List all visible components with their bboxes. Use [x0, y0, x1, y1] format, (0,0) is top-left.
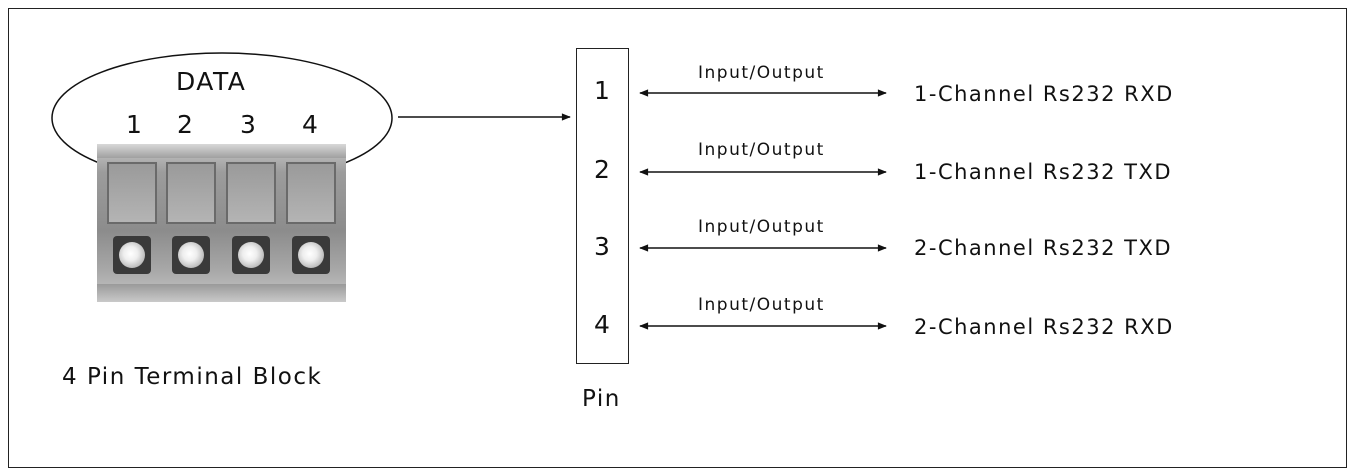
io-label: Input/Output [698, 140, 825, 160]
pin-number: 1 [594, 76, 612, 105]
pin-number: 3 [594, 232, 612, 261]
terminal-slot [107, 162, 157, 224]
terminal-socket [292, 236, 330, 274]
channel-function-label: 1-Channel Rs232 RXD [914, 82, 1174, 106]
channel-function-label: 2-Channel Rs232 TXD [914, 236, 1173, 260]
terminal-block-caption: 4 Pin Terminal Block [62, 364, 323, 390]
io-label: Input/Output [698, 295, 825, 315]
channel-function-label: 1-Channel Rs232 TXD [914, 160, 1173, 184]
io-label: Input/Output [698, 63, 825, 83]
terminal-pin-number: 1 [126, 110, 144, 139]
pin-number: 4 [594, 310, 612, 339]
terminal-slot [166, 162, 216, 224]
terminal-top-rail [97, 144, 346, 158]
channel-function-label: 2-Channel Rs232 RXD [914, 315, 1174, 339]
terminal-socket [113, 236, 151, 274]
terminal-slot [226, 162, 276, 224]
terminal-bottom-rail [97, 284, 346, 302]
pin-box [576, 48, 629, 364]
io-label: Input/Output [698, 217, 825, 237]
terminal-slot [286, 162, 336, 224]
terminal-pin-number: 3 [240, 110, 258, 139]
terminal-pin-number: 4 [302, 110, 320, 139]
terminal-block-image [97, 144, 346, 302]
pin-caption: Pin [582, 386, 621, 412]
pin-number: 2 [594, 155, 612, 184]
data-label: DATA [176, 67, 247, 96]
terminal-socket [232, 236, 270, 274]
terminal-socket [172, 236, 210, 274]
terminal-pin-number: 2 [177, 110, 195, 139]
